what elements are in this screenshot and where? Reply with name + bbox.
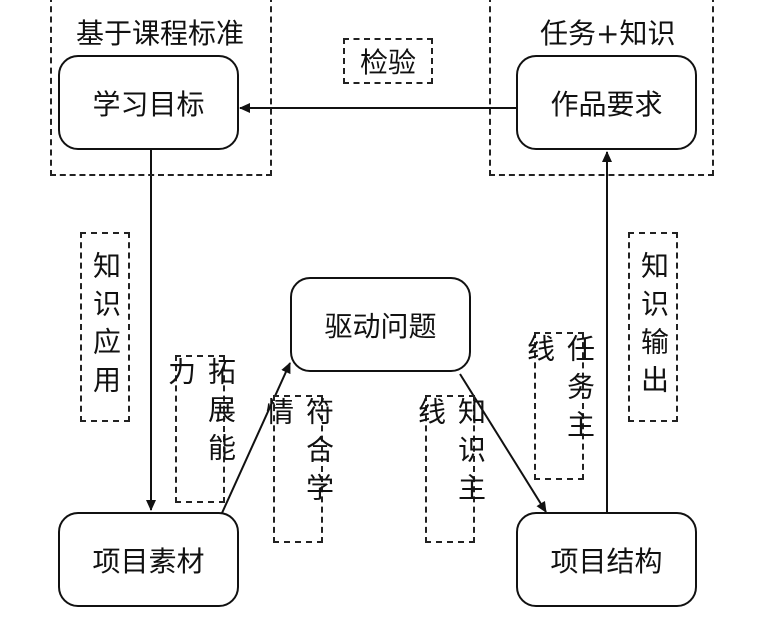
label-knowledge-output: 知识输出	[628, 232, 678, 422]
node-project-structure: 项目结构	[516, 512, 697, 607]
label-knowledge-application: 知识应用	[80, 232, 130, 422]
node-learning-goal: 学习目标	[58, 55, 239, 150]
label-knowledge-mainline: 知识主线	[414, 395, 487, 543]
right-group-frame	[489, 0, 714, 176]
right-group-title: 任务+知识	[540, 17, 676, 50]
label-check: 检验	[343, 38, 433, 84]
label-expand-ability: 拓展能力	[164, 355, 237, 503]
arrow-material-to-question	[221, 362, 291, 514]
node-project-material: 项目素材	[58, 512, 239, 607]
left-group-frame	[50, 0, 272, 176]
node-work-requirement: 作品要求	[516, 55, 697, 150]
label-fit-learning-situation: 符合学情	[262, 395, 335, 543]
label-task-mainline: 任务主线	[523, 332, 596, 480]
node-driving-question: 驱动问题	[290, 277, 471, 372]
left-group-title: 基于课程标准	[76, 17, 245, 50]
